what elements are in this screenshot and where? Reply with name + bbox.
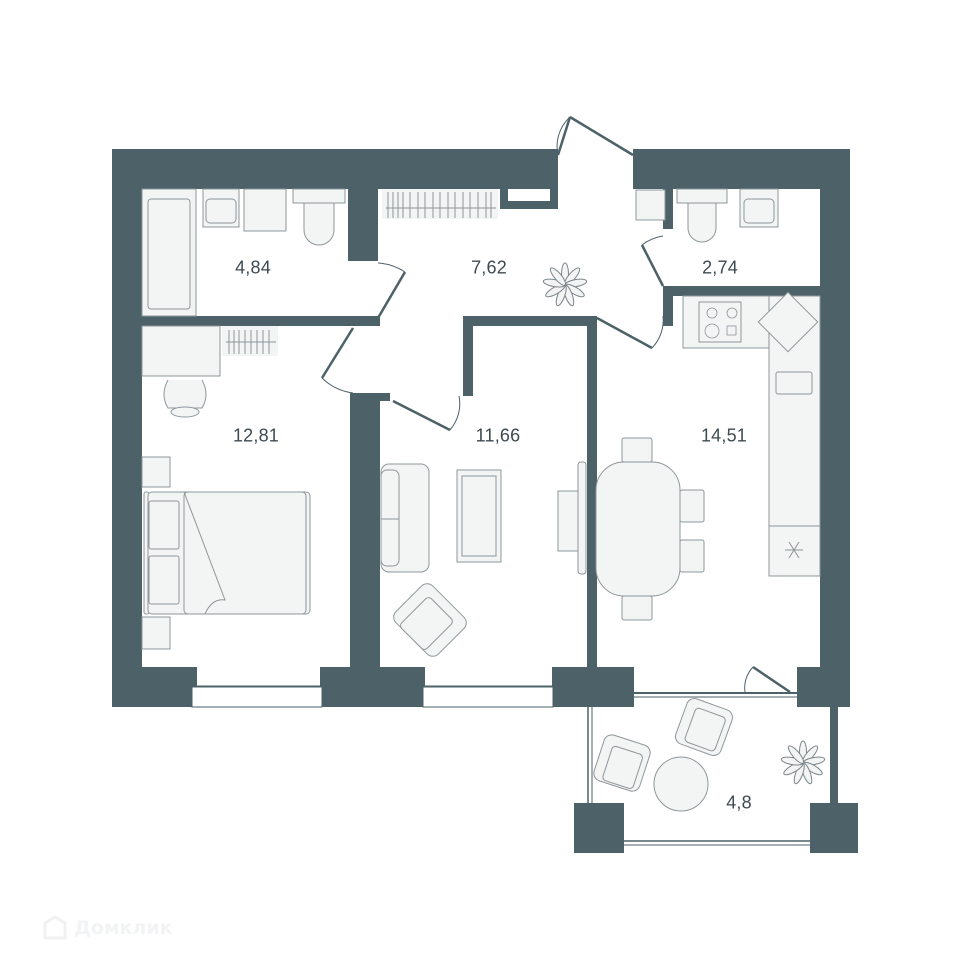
room-area-kitchen: 14,51 (700, 425, 748, 446)
furniture (141, 188, 821, 812)
room-area-hallway: 7,62 (471, 257, 507, 278)
watermark: Домклик (42, 914, 173, 942)
walls (112, 149, 858, 853)
room-area-bedroom: 12,81 (232, 425, 280, 446)
room-area-wc: 2,74 (702, 257, 738, 278)
room-area-bathroom: 4,84 (235, 257, 271, 278)
room-area-living-room: 11,66 (475, 425, 521, 446)
windows (191, 668, 810, 846)
room-area-balcony: 4,8 (726, 792, 752, 813)
watermark-brand: Домклик (74, 917, 173, 939)
domclick-logo-icon (43, 915, 67, 940)
doors (320, 115, 791, 694)
